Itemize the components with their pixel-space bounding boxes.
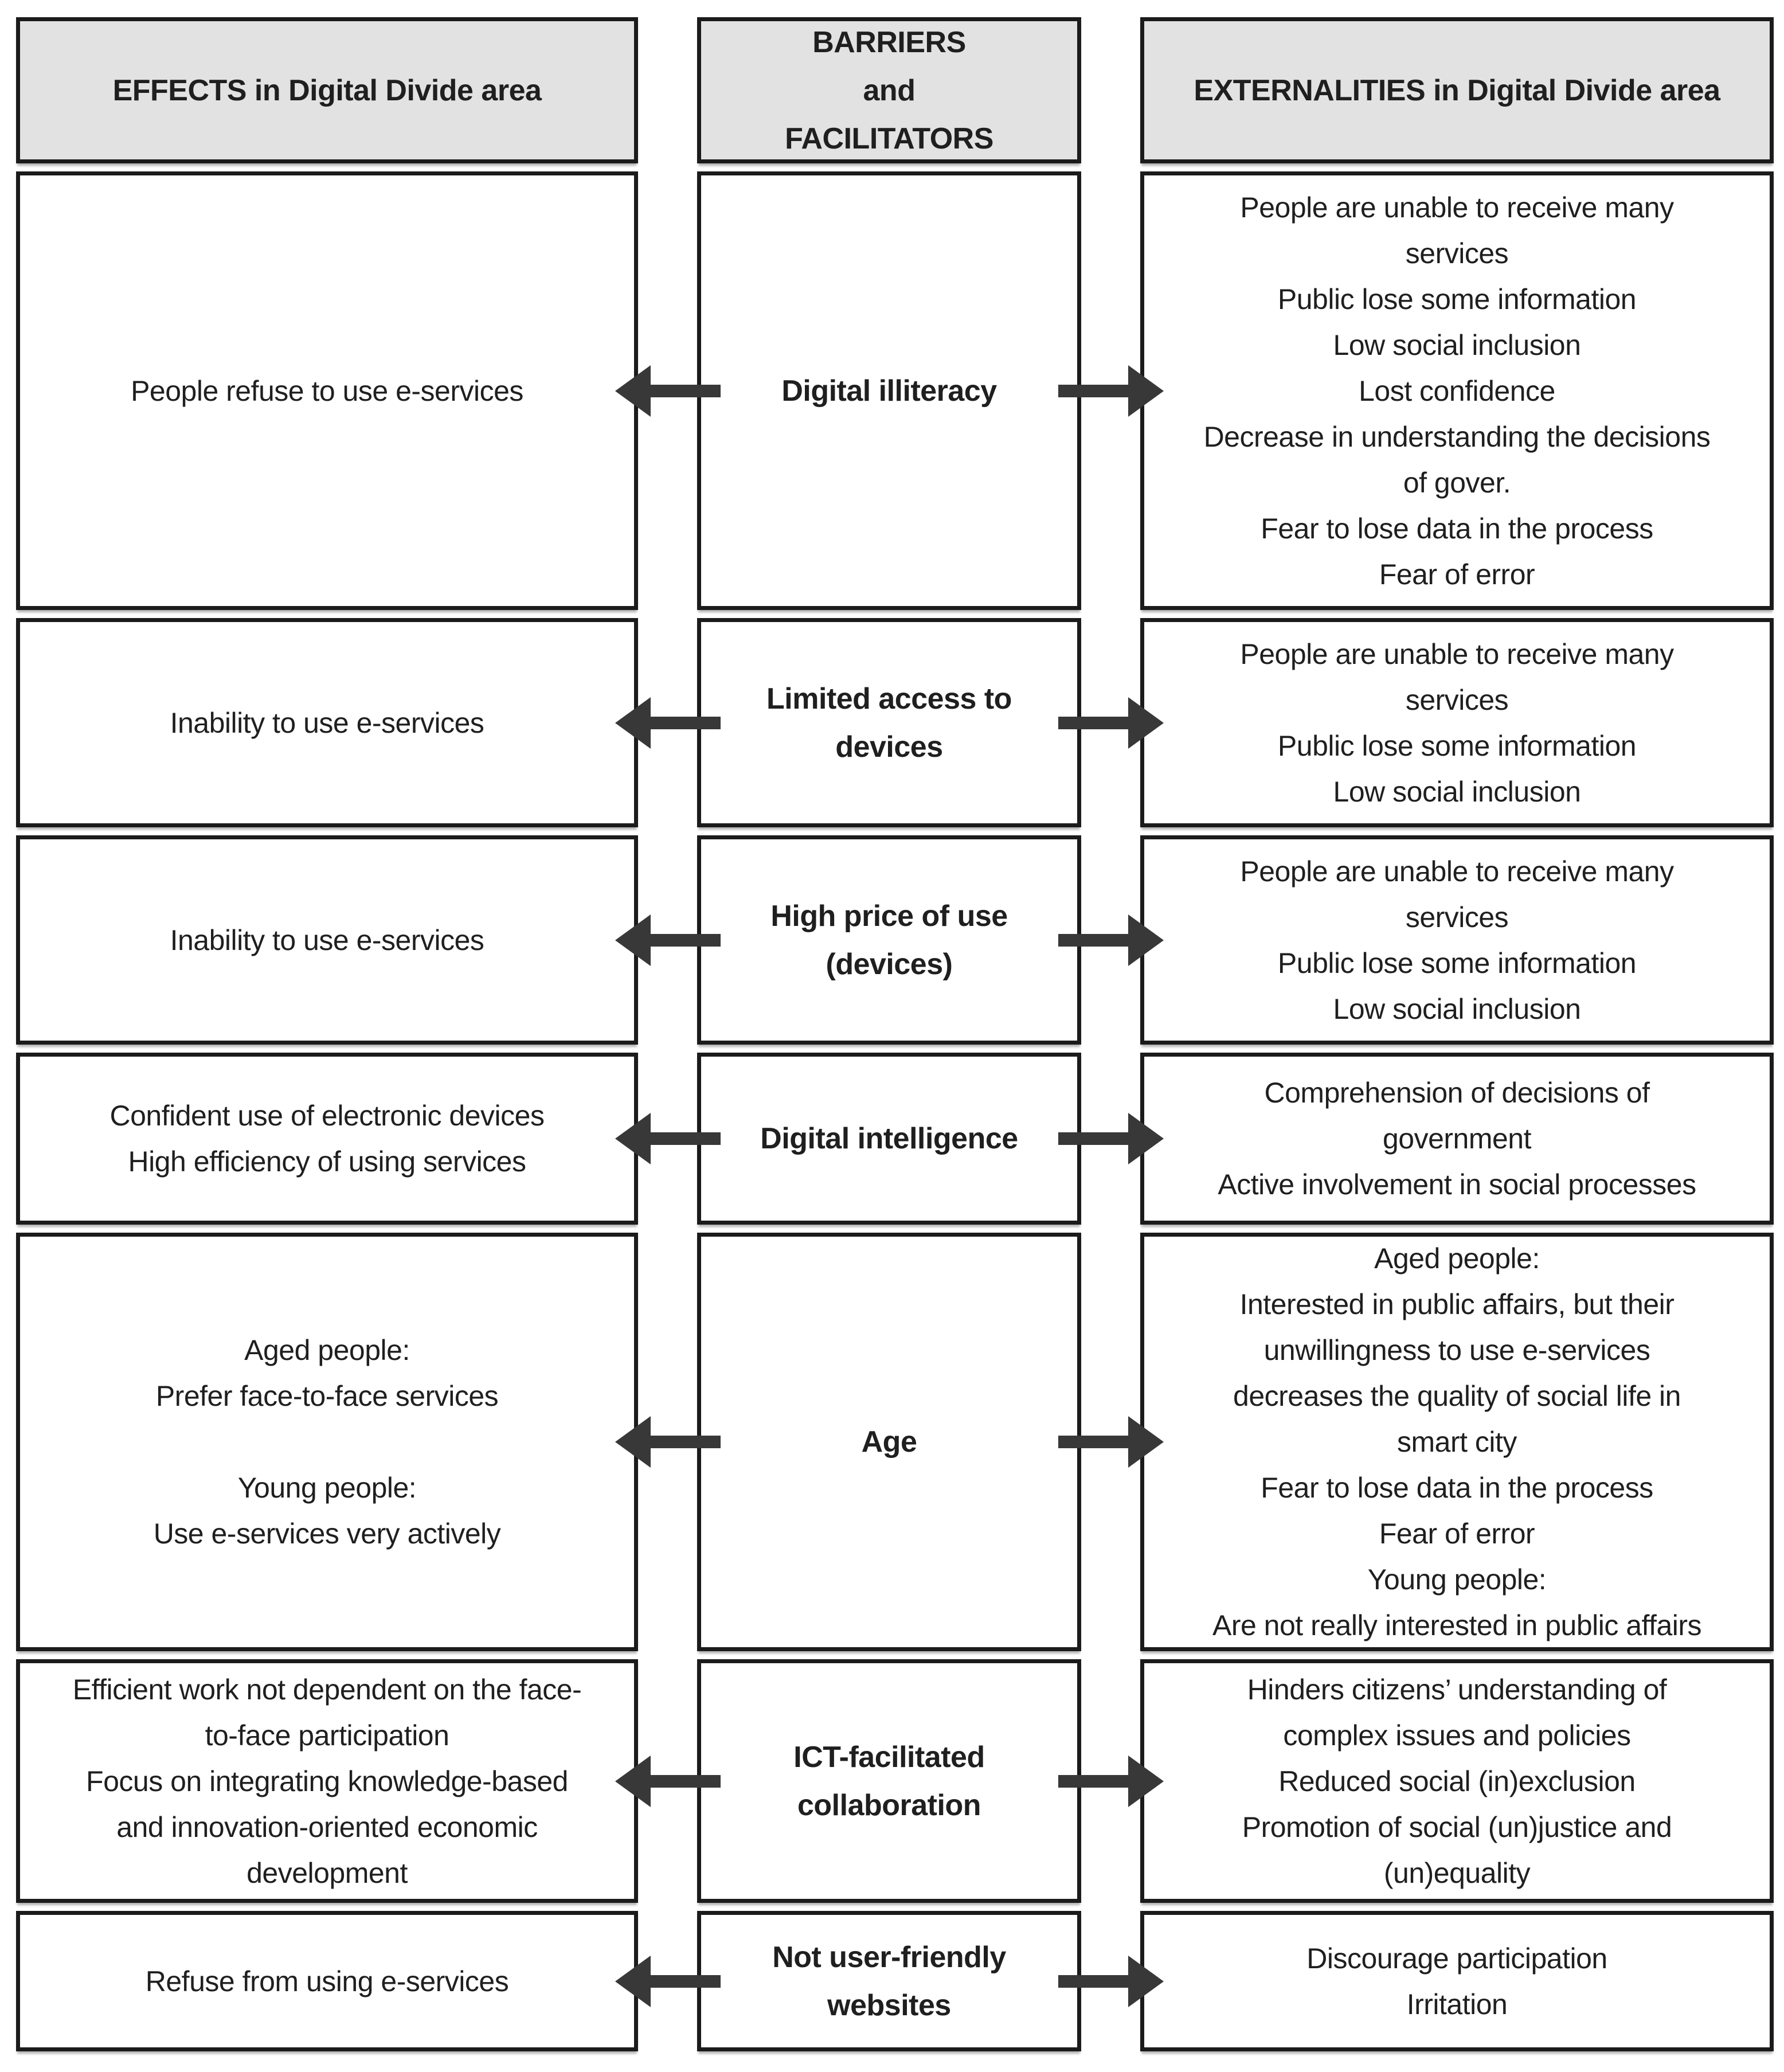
effects-cell-limited-access: Inability to use e-services [16, 618, 638, 827]
arrow-slot [1058, 835, 1164, 1045]
effects-cell-high-price: Inability to use e-services [16, 835, 638, 1045]
barriers-column-header: BARRIERS and FACILITATORS [697, 17, 1081, 163]
arrow-right-icon [1058, 697, 1164, 749]
externalities-cell-age: Aged people: Interested in public affair… [1140, 1233, 1774, 1651]
arrow-right-icon [1058, 365, 1164, 417]
externalities-cell-high-price: People are unable to receive many servic… [1140, 835, 1774, 1045]
arrow-slot [615, 618, 721, 827]
arrow-slot [1058, 1659, 1164, 1903]
header-gap-left [638, 17, 697, 163]
externalities-cell-ict-collaboration: Hinders citizens’ understanding of compl… [1140, 1659, 1774, 1903]
barrier-cell-digital-intelligence: Digital intelligence [697, 1053, 1081, 1225]
arrow-slot [615, 1659, 721, 1903]
arrow-slot [1058, 1911, 1164, 2051]
arrow-slot [1058, 1233, 1164, 1651]
arrow-slot [615, 171, 721, 610]
arrow-right-icon [1058, 914, 1164, 966]
externalities-cell-digital-intelligence: Comprehension of decisions of government… [1140, 1053, 1774, 1225]
arrow-left-icon [615, 914, 721, 966]
barrier-cell-ict-collaboration: ICT-facilitated collaboration [697, 1659, 1081, 1903]
arrow-left-icon [615, 1416, 721, 1468]
arrow-right-icon [1058, 1113, 1164, 1164]
arrow-slot [615, 1911, 721, 2051]
arrow-slot [615, 1053, 721, 1225]
effects-column-header: EFFECTS in Digital Divide area [16, 17, 638, 163]
arrow-left-icon [615, 365, 721, 417]
arrow-left-icon [615, 697, 721, 749]
arrow-slot [1058, 171, 1164, 610]
externalities-cell-not-user-friendly: Discourage participation Irritation [1140, 1911, 1774, 2051]
externalities-cell-digital-illiteracy: People are unable to receive many servic… [1140, 171, 1774, 610]
arrow-right-icon [1058, 1416, 1164, 1468]
barrier-cell-high-price: High price of use (devices) [697, 835, 1081, 1045]
arrow-slot [1058, 618, 1164, 827]
barrier-cell-age: Age [697, 1233, 1081, 1651]
arrow-slot [615, 835, 721, 1045]
arrow-right-icon [1058, 1955, 1164, 2007]
externalities-column-header: EXTERNALITIES in Digital Divide area [1140, 17, 1774, 163]
barrier-cell-digital-illiteracy: Digital illiteracy [697, 171, 1081, 610]
arrow-slot [1058, 1053, 1164, 1225]
externalities-cell-limited-access: People are unable to receive many servic… [1140, 618, 1774, 827]
effects-cell-digital-intelligence: Confident use of electronic devices High… [16, 1053, 638, 1225]
barrier-cell-not-user-friendly: Not user-friendly websites [697, 1911, 1081, 2051]
header-gap-right [1081, 17, 1140, 163]
barrier-cell-limited-access: Limited access to devices [697, 618, 1081, 827]
arrow-left-icon [615, 1755, 721, 1807]
arrow-left-icon [615, 1955, 721, 2007]
effects-cell-digital-illiteracy: People refuse to use e-services [16, 171, 638, 610]
arrow-left-icon [615, 1113, 721, 1164]
effects-cell-age: Aged people: Prefer face-to-face service… [16, 1233, 638, 1651]
effects-cell-not-user-friendly: Refuse from using e-services [16, 1911, 638, 2051]
arrow-slot [615, 1233, 721, 1651]
arrow-right-icon [1058, 1755, 1164, 1807]
effects-cell-ict-collaboration: Efficient work not dependent on the face… [16, 1659, 638, 1903]
